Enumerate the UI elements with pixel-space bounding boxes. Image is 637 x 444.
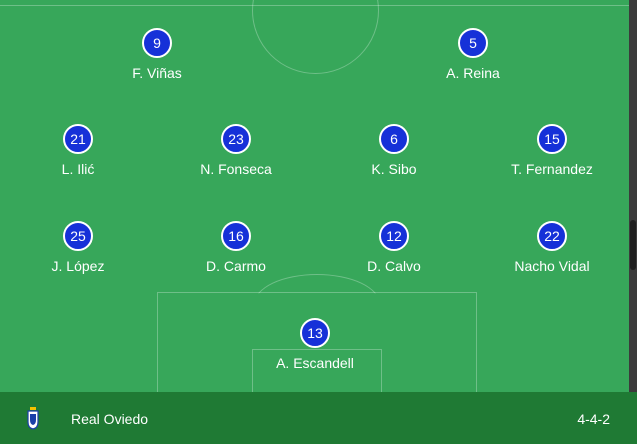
player-defense-1[interactable]: 25 J. López [13, 221, 143, 274]
player-number: 6 [379, 124, 409, 154]
player-number: 15 [537, 124, 567, 154]
player-forward-right[interactable]: 5 A. Reina [408, 28, 538, 81]
player-number: 16 [221, 221, 251, 251]
player-name: K. Sibo [371, 161, 417, 177]
player-goalkeeper[interactable]: 13 A. Escandell [250, 318, 380, 371]
player-name: A. Escandell [276, 355, 354, 371]
player-name: F. Viñas [132, 65, 182, 81]
player-number: 5 [458, 28, 488, 58]
center-circle [252, 0, 379, 74]
penalty-box [157, 292, 477, 392]
player-name: D. Calvo [367, 258, 421, 274]
player-midfield-2[interactable]: 23 N. Fonseca [171, 124, 301, 177]
player-name: T. Fernandez [511, 161, 593, 177]
player-number: 9 [142, 28, 172, 58]
vertical-scrollbar[interactable] [629, 0, 637, 392]
team-name: Real Oviedo [71, 411, 149, 427]
player-number: 21 [63, 124, 93, 154]
player-midfield-4[interactable]: 15 T. Fernandez [487, 124, 617, 177]
player-name: A. Reina [446, 65, 500, 81]
player-name: N. Fonseca [200, 161, 272, 177]
player-forward-left[interactable]: 9 F. Viñas [92, 28, 222, 81]
player-name: D. Carmo [206, 258, 266, 274]
player-defense-3[interactable]: 12 D. Calvo [329, 221, 459, 274]
player-number: 23 [221, 124, 251, 154]
player-defense-4[interactable]: 22 Nacho Vidal [487, 221, 617, 274]
player-number: 22 [537, 221, 567, 251]
player-midfield-3[interactable]: 6 K. Sibo [329, 124, 459, 177]
player-number: 25 [63, 221, 93, 251]
player-name: J. López [51, 258, 105, 274]
player-midfield-1[interactable]: 21 L. Ilić [13, 124, 143, 177]
goal-box [252, 349, 382, 392]
pitch: 9 F. Viñas 5 A. Reina 21 L. Ilić 23 N. F… [0, 0, 629, 392]
team-footer: Real Oviedo 4-4-2 [0, 392, 637, 444]
scrollbar-thumb[interactable] [630, 220, 636, 270]
team-crest-icon [27, 407, 39, 430]
player-number: 13 [300, 318, 330, 348]
player-number: 12 [379, 221, 409, 251]
formation: 4-4-2 [577, 411, 610, 427]
player-defense-2[interactable]: 16 D. Carmo [171, 221, 301, 274]
player-name: L. Ilić [61, 161, 95, 177]
player-name: Nacho Vidal [514, 258, 590, 274]
